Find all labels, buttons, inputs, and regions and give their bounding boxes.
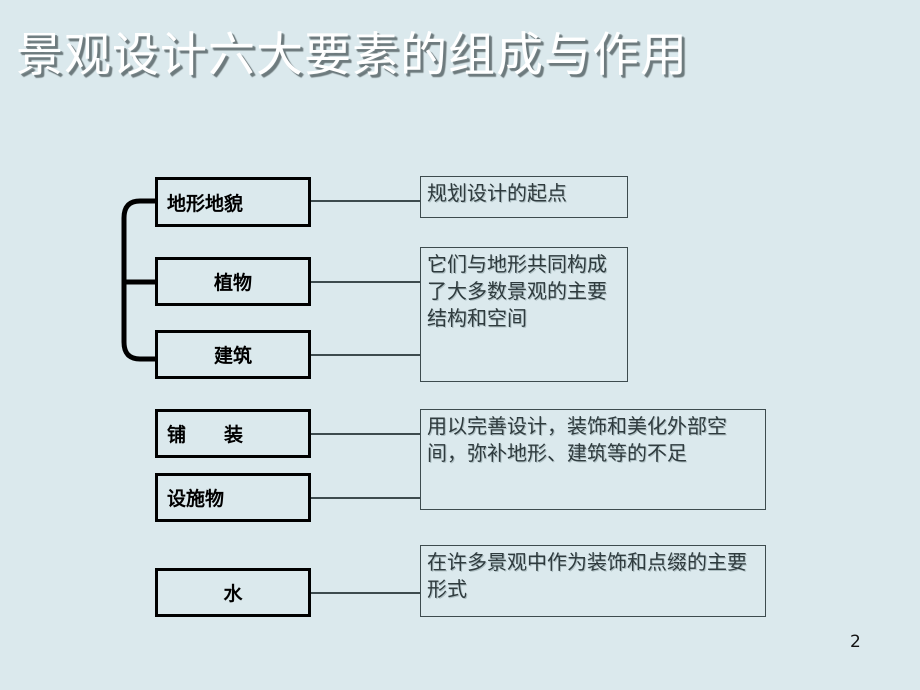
connector-line-1 bbox=[310, 200, 422, 202]
description-box-plants-architecture[interactable]: 它们与地形共同构成了大多数景观的主要结构和空间 bbox=[420, 247, 628, 382]
connector-line-2 bbox=[310, 281, 422, 283]
element-box-water[interactable]: 水 bbox=[155, 568, 311, 617]
page-number: 2 bbox=[850, 632, 861, 652]
connector-line-6 bbox=[310, 592, 422, 594]
element-box-terrain[interactable]: 地形地貌 bbox=[155, 177, 311, 227]
element-box-plants[interactable]: 植物 bbox=[155, 257, 311, 306]
connector-line-3 bbox=[310, 354, 422, 356]
element-box-facilities[interactable]: 设施物 bbox=[155, 473, 311, 522]
page-title: 景观设计六大要素的组成与作用 bbox=[16, 28, 688, 83]
connector-line-5 bbox=[310, 497, 422, 499]
element-box-paving[interactable]: 铺 装 bbox=[155, 409, 311, 458]
group-brace-bracket bbox=[118, 196, 166, 364]
connector-line-4 bbox=[310, 433, 422, 435]
description-box-paving-facilities[interactable]: 用以完善设计，装饰和美化外部空间，弥补地形、建筑等的不足 bbox=[420, 409, 766, 510]
element-box-architecture[interactable]: 建筑 bbox=[155, 330, 311, 379]
description-box-terrain[interactable]: 规划设计的起点 bbox=[420, 176, 628, 218]
description-box-water[interactable]: 在许多景观中作为装饰和点缀的主要形式 bbox=[420, 545, 766, 617]
